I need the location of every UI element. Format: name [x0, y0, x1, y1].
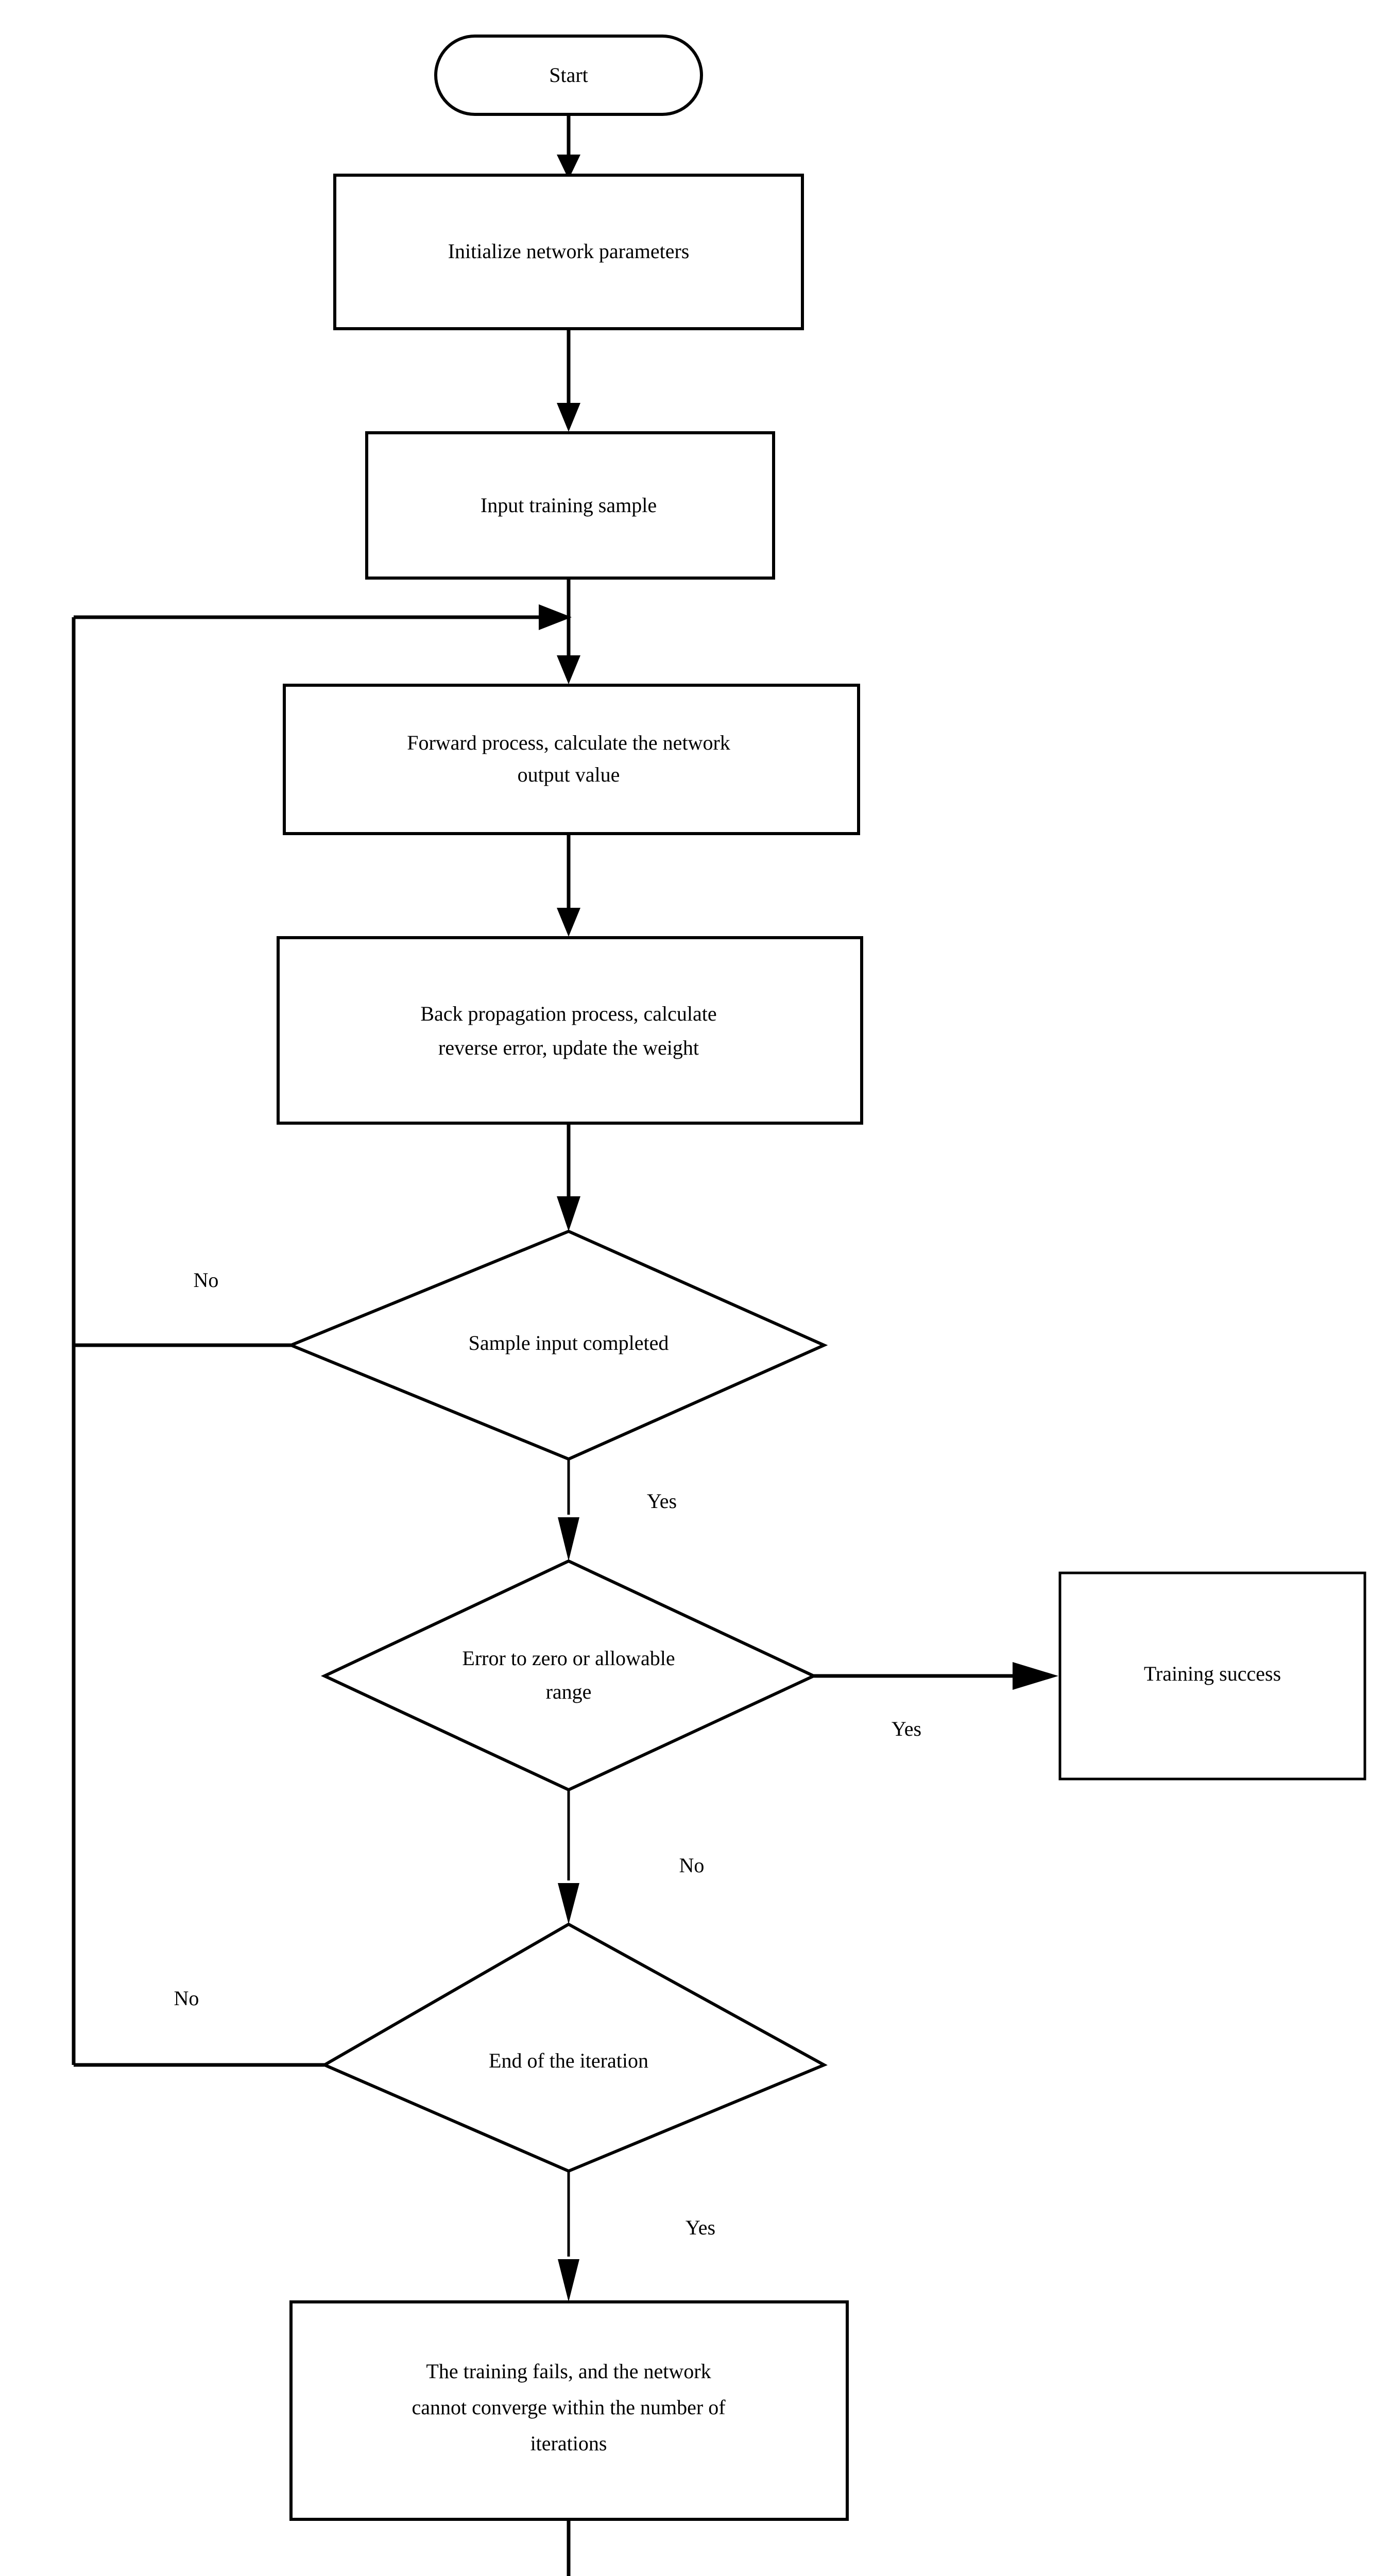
edge-input-to-forward: [557, 578, 580, 684]
edge-feedback-into-main: [74, 604, 572, 630]
node-error-to-zero-or-allowable-range[interactable]: Error to zero or allowable range: [320, 1559, 818, 1792]
edge-forward-to-backprop: [557, 833, 580, 937]
node-error-ok-label-line1: Error to zero or allowable: [462, 1647, 675, 1670]
node-input-training-sample[interactable]: Input training sample: [365, 431, 775, 580]
node-initialize-label: Initialize network parameters: [448, 240, 690, 263]
node-forward-label-line2: output value: [518, 763, 620, 786]
edge-errorok-yes: [814, 1662, 1058, 1690]
branch-label-sample-done-yes: Yes: [647, 1489, 677, 1513]
node-forward-label-line1: Forward process, calculate the network: [407, 731, 730, 754]
node-start[interactable]: Start: [434, 35, 703, 116]
node-forward-process[interactable]: Forward process, calculate the network o…: [283, 684, 860, 835]
node-error-ok-label-line2: range: [546, 1680, 592, 1703]
edge-trainingfails-to-end: [567, 2519, 571, 2576]
node-back-propagation-process[interactable]: Back propagation process, calculate reve…: [277, 936, 863, 1125]
edge-init-to-input: [557, 328, 580, 432]
branch-label-end-iteration-no: No: [174, 1987, 199, 2010]
node-start-label: Start: [549, 63, 588, 87]
node-training-fails-label-line3: iterations: [530, 2432, 607, 2455]
edge-enditeration-yes: [558, 2171, 579, 2302]
edge-errorok-no: [558, 1790, 579, 1924]
node-sample-done-label: Sample input completed: [469, 1331, 669, 1354]
branch-label-sample-done-no: No: [194, 1268, 219, 1292]
edge-sampledone-yes: [558, 1459, 579, 1561]
edge-backprop-to-sampledone: [557, 1123, 580, 1231]
node-training-success[interactable]: Training success: [1058, 1571, 1366, 1781]
node-backprop-label-line2: reverse error, update the weight: [438, 1036, 699, 1059]
node-end-of-the-iteration[interactable]: End of the iteration: [321, 1922, 828, 2173]
node-input-sample-label: Input training sample: [481, 494, 657, 517]
node-backprop-label-line1: Back propagation process, calculate: [420, 1002, 716, 1025]
node-initialize-network-parameters[interactable]: Initialize network parameters: [333, 174, 804, 330]
node-training-fails[interactable]: The training fails, and the network cann…: [289, 2300, 849, 2521]
edge-start-to-init: [557, 114, 580, 179]
node-sample-input-completed[interactable]: Sample input completed: [287, 1229, 828, 1461]
node-training-fails-label-line1: The training fails, and the network: [426, 2360, 711, 2383]
node-end-iteration-label: End of the iteration: [489, 2049, 648, 2072]
branch-label-error-ok-no: No: [679, 1854, 705, 1877]
node-training-success-label: Training success: [1144, 1662, 1281, 1685]
branch-label-error-ok-yes: Yes: [892, 1717, 921, 1740]
branch-label-end-iteration-yes: Yes: [686, 2216, 715, 2239]
node-training-fails-label-line2: cannot converge within the number of: [412, 2396, 726, 2419]
